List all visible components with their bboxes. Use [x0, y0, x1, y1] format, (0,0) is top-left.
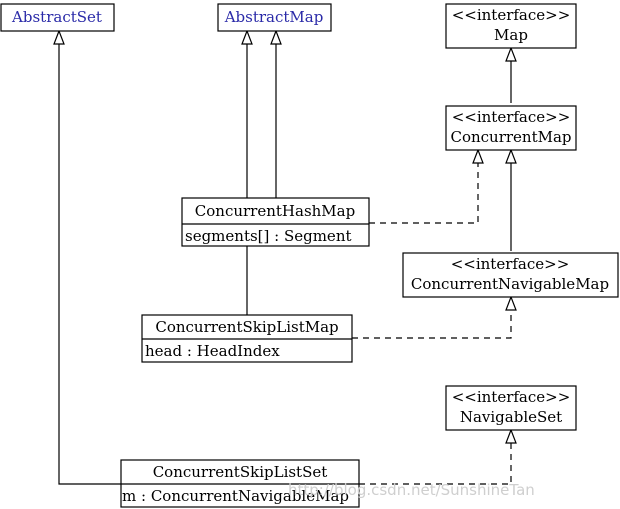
class-concurrent-skip-list-map[interactable]: ConcurrentSkipListMap head : HeadIndex — [141, 314, 353, 363]
realization-arrow — [505, 428, 517, 444]
generalization-arrow — [505, 148, 517, 164]
interface-name: ConcurrentNavigableMap — [411, 275, 609, 293]
implements-line-set-navigableset — [359, 443, 512, 485]
stereotype-label: <<interface>> — [452, 388, 571, 406]
implements-line-hashmap-concurrentmap — [369, 163, 479, 224]
interface-navigable-set[interactable]: <<interface>> NavigableSet — [445, 385, 577, 431]
interface-map[interactable]: <<interface>> Map — [445, 3, 577, 49]
class-abstract-map[interactable]: AbstractMap — [217, 3, 332, 32]
generalization-arrow — [53, 29, 65, 45]
interface-name: Map — [494, 26, 528, 44]
interface-name: ConcurrentMap — [450, 128, 571, 146]
stereotype-label: <<interface>> — [452, 108, 571, 126]
stereotype-label: <<interface>> — [452, 6, 571, 24]
class-name: ConcurrentSkipListSet — [153, 463, 328, 481]
class-field: m : ConcurrentNavigableMap — [122, 487, 349, 505]
generalization-arrow — [241, 29, 253, 45]
realization-arrow — [505, 295, 517, 311]
interface-name: NavigableSet — [460, 408, 562, 426]
class-name: AbstractSet — [11, 8, 102, 26]
watermark-text: http://blog.csdn.net/SunshineTan — [288, 481, 535, 499]
interface-concurrent-map[interactable]: <<interface>> ConcurrentMap — [445, 105, 577, 151]
class-field: head : HeadIndex — [145, 342, 280, 360]
realization-arrow — [472, 148, 484, 164]
class-name: ConcurrentHashMap — [195, 202, 355, 220]
class-abstract-set[interactable]: AbstractSet — [0, 3, 115, 32]
class-name: AbstractMap — [224, 8, 324, 26]
extends-line-set-abstractset — [58, 44, 121, 485]
class-concurrent-hash-map[interactable]: ConcurrentHashMap segments[] : Segment — [181, 197, 370, 247]
interface-concurrent-navigable-map[interactable]: <<interface>> ConcurrentNavigableMap — [402, 252, 619, 298]
class-field: segments[] : Segment — [185, 227, 352, 245]
generalization-arrow — [505, 46, 517, 62]
implements-line-skiplistmap-navmap — [352, 310, 512, 339]
stereotype-label: <<interface>> — [451, 255, 570, 273]
class-name: ConcurrentSkipListMap — [155, 318, 338, 336]
class-concurrent-skip-list-set[interactable]: ConcurrentSkipListSet m : ConcurrentNavi… — [120, 459, 360, 508]
generalization-arrow — [270, 29, 282, 45]
